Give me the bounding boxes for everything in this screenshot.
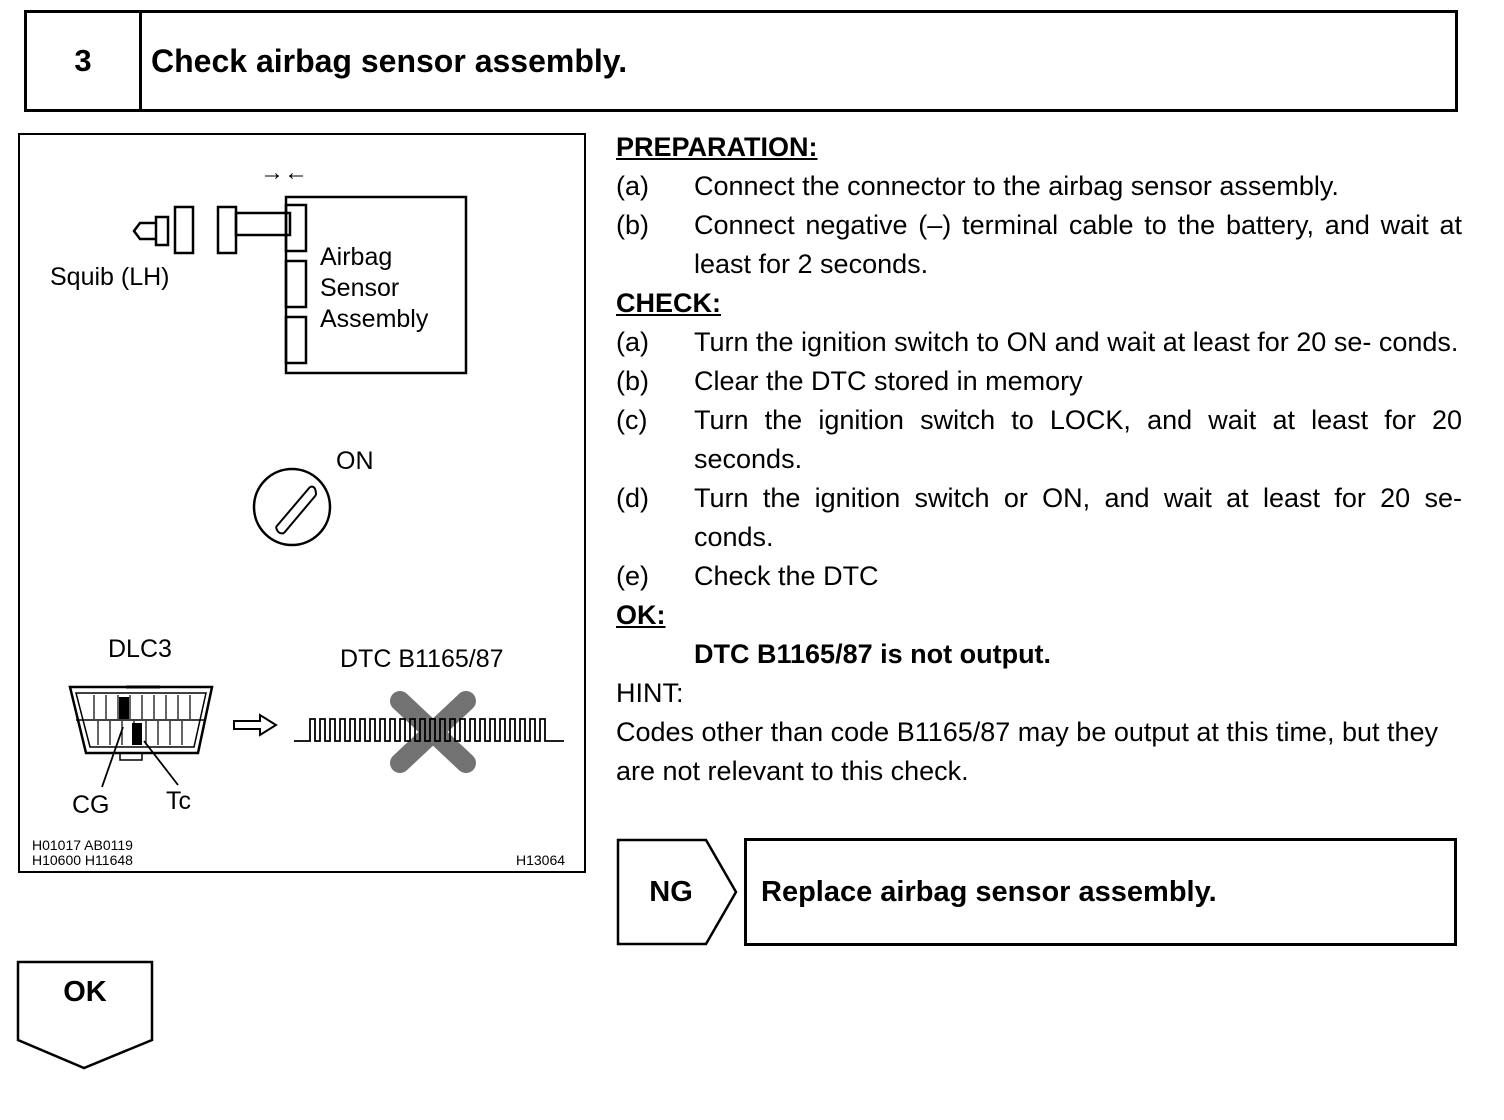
sensor-connector-icon [216, 205, 238, 255]
squib-label: Squib (LH) [50, 263, 170, 291]
preparation-heading: PREPARATION: [616, 132, 818, 162]
hint-heading: HINT: [616, 678, 684, 708]
procedure-text: PREPARATION: (a) Connect the connector t… [616, 128, 1462, 791]
dtc-label: DTC B1165/87 [340, 645, 504, 673]
pin-cg-label: CG [72, 791, 110, 819]
dlc3-label: DLC3 [108, 635, 172, 663]
squib-plug-shape [132, 221, 156, 241]
figure-code: H13064 [516, 852, 566, 868]
step-title: Check airbag sensor assembly. [151, 42, 628, 79]
ref-code-line2: H10600 H11648 [32, 852, 133, 868]
ok-criteria: DTC B1165/87 is not output. [694, 639, 1052, 669]
ok-arrow-shape [16, 960, 154, 1070]
ng-action: Replace airbag sensor assembly. [744, 838, 1457, 946]
check-heading: CHECK: [616, 288, 721, 318]
step-header: 3 Check airbag sensor assembly. [24, 10, 1458, 112]
connect-arrows: →← [260, 159, 308, 186]
not-output-cross-icon [390, 691, 476, 773]
sensor-label-line3: Assembly [320, 305, 429, 333]
squib-connector-icon [154, 215, 170, 247]
figure-drawing [68, 195, 564, 788]
pin-tc-label: Tc [166, 787, 191, 815]
ng-label: NG [649, 875, 693, 908]
step-number: 3 [27, 13, 142, 109]
sensor-label-line2: Sensor [320, 274, 400, 302]
check-item-c: (c) Turn the ignition switch to LOCK, an… [616, 405, 1462, 474]
check-item-b: (b) Clear the DTC stored in memory [616, 366, 1083, 396]
ref-code-line1: H01017 AB0119 [32, 837, 133, 853]
check-item-e: (e) Check the DTC [616, 561, 879, 591]
check-item-d: (d) Turn the ignition switch or ON, and … [616, 483, 1462, 552]
ignition-switch-icon [252, 467, 332, 547]
preparation-item-b: (b) Connect negative (–) terminal cable … [616, 210, 1462, 279]
ok-label: OK [63, 976, 107, 1008]
ok-indicator: OK [16, 960, 156, 1072]
wiring-figure: →← Squib (LH) Airbag Sensor Assembly ON … [18, 133, 586, 873]
hint-text: Codes other than code B1165/87 may be ou… [616, 717, 1439, 786]
check-item-a: (a) Turn the ignition switch to ON and w… [616, 327, 1459, 357]
ng-indicator: NG [616, 838, 740, 946]
ignition-on-label: ON [336, 447, 374, 475]
ng-arrow-shape [616, 838, 738, 946]
dlc3-connector-icon [68, 685, 214, 755]
sensor-label-line1: Airbag [320, 243, 393, 271]
arrow-right-icon [233, 713, 278, 737]
preparation-item-a: (a) Connect the connector to the airbag … [616, 171, 1339, 201]
ok-heading: OK: [616, 600, 666, 630]
